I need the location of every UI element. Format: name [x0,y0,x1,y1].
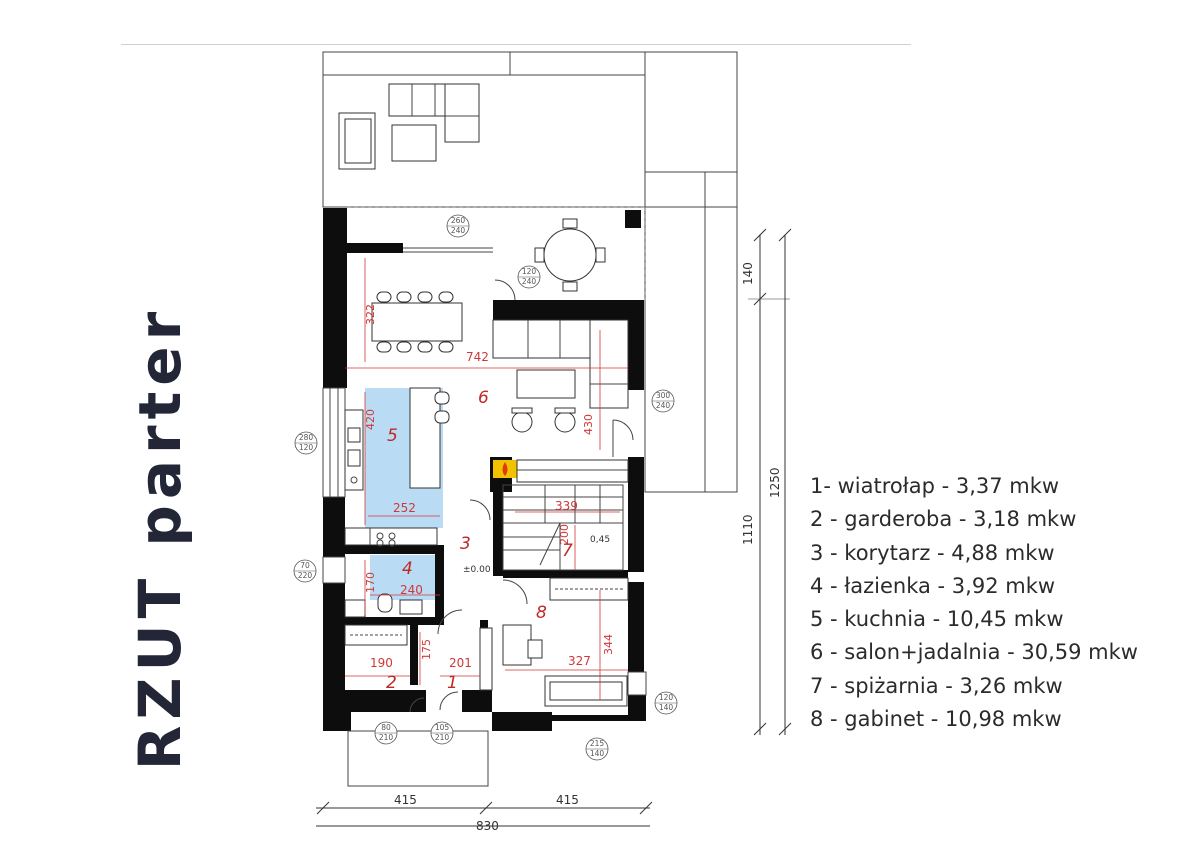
room-number-6: 6 [478,388,489,408]
entrance-porch [347,730,489,787]
svg-text:215: 215 [590,739,605,748]
room-number-5: 5 [387,426,398,446]
dim-1250: 1250 [768,467,782,498]
dim-170: 170 [364,572,377,593]
svg-text:80: 80 [381,723,391,732]
fireplace-icon [493,459,629,483]
opening-tag: 105 210 [430,721,454,745]
opening-tag: 120 140 [654,691,678,715]
svg-text:210: 210 [379,733,394,742]
svg-text:300: 300 [656,391,671,400]
opening-tag: 70 220 [293,559,317,583]
dim-322: 322 [364,304,377,325]
legend-item-3: 3 - korytarz - 4,88 mkw [810,540,1055,565]
opening-tag: 300 240 [651,389,675,413]
dimension-lines [345,258,628,700]
dim-327: 327 [568,654,591,668]
dim-344: 344 [602,634,615,655]
living-room-sofa [492,319,629,409]
round-dining-table-outdoor [534,218,606,292]
dim-420: 420 [364,409,377,430]
room-number-7: 7 [562,541,573,561]
dim-201: 201 [449,656,472,670]
level-mark: ±0.00 [463,565,491,575]
terrace-table [391,124,437,162]
room-legend: 1- wiatrołap - 3,37 mkw 2 - garderoba - … [810,470,1138,736]
svg-text:240: 240 [451,226,466,235]
dim-742: 742 [466,350,489,364]
dim-190: 190 [370,656,393,670]
dim-252: 252 [393,501,416,515]
terrace-armchair [338,112,376,170]
opening-tag: 280 120 [294,431,318,455]
svg-text:140: 140 [659,703,674,712]
legend-item-7: 7 - spiżarnia - 3,26 mkw [810,673,1063,698]
room-number-8: 8 [536,603,547,623]
dim-830: 830 [476,819,499,833]
legend-item-8: 8 - gabinet - 10,98 mkw [810,707,1062,732]
room-number-2: 2 [386,673,397,693]
exterior-dimension-bottom [316,801,653,827]
dim-140: 140 [741,262,755,285]
svg-text:120: 120 [522,267,537,276]
legend-item-5: 5 - kuchnia - 10,45 mkw [810,607,1064,632]
dim-175: 175 [420,639,433,660]
study-desk [502,624,628,707]
exterior-dimension-right [748,228,792,736]
dim-415-left: 415 [394,793,417,807]
room-number-3: 3 [460,534,471,554]
svg-text:120: 120 [299,443,314,452]
opening-tag: 260 240 [446,214,470,238]
dim-200: 200 [558,524,571,545]
opening-tag: 80 210 [374,721,398,745]
legend-item-1: 1- wiatrołap - 3,37 mkw [810,474,1060,498]
svg-text:140: 140 [590,749,605,758]
top-divider-line [121,44,911,45]
dim-415-right: 415 [556,793,579,807]
coffee-table [516,369,576,399]
svg-text:105: 105 [435,723,450,732]
legend-item-6: 6 - salon+jadalnia - 30,59 mkw [810,640,1138,665]
kitchen-island [409,387,450,489]
svg-text:240: 240 [522,277,537,286]
svg-text:260: 260 [451,216,466,225]
legend-item-2: 2 - garderoba - 3,18 mkw [810,507,1077,532]
opening-tag: 120 240 [517,265,541,289]
armchairs [511,407,576,433]
svg-text:210: 210 [435,733,450,742]
legend-item-4: 4 - łazienka - 3,92 mkw [810,573,1056,598]
svg-text:70: 70 [300,561,310,570]
staircase [502,484,624,571]
svg-text:220: 220 [298,571,313,580]
svg-text:240: 240 [656,401,671,410]
dining-table [371,291,463,353]
walls [323,208,646,731]
door-swings [409,279,634,713]
wardrobe-hall [344,577,629,691]
terrace-sofa [388,83,480,143]
kitchen-counter [344,409,438,547]
svg-text:280: 280 [299,433,314,442]
windows [322,247,647,696]
bathroom-area [370,555,438,600]
opening-tag: 215 140 [585,737,609,761]
dim-240: 240 [400,583,423,597]
dim-1110: 1110 [741,514,755,545]
room-number-4: 4 [402,559,413,579]
dim-339: 339 [555,499,578,513]
dim-430: 430 [582,414,595,435]
bathroom-fixtures [344,593,423,618]
covered-terrace [347,206,646,300]
svg-text:120: 120 [659,693,674,702]
stair-mark: 0,45 [590,535,610,545]
room-number-1: 1 [447,673,458,693]
